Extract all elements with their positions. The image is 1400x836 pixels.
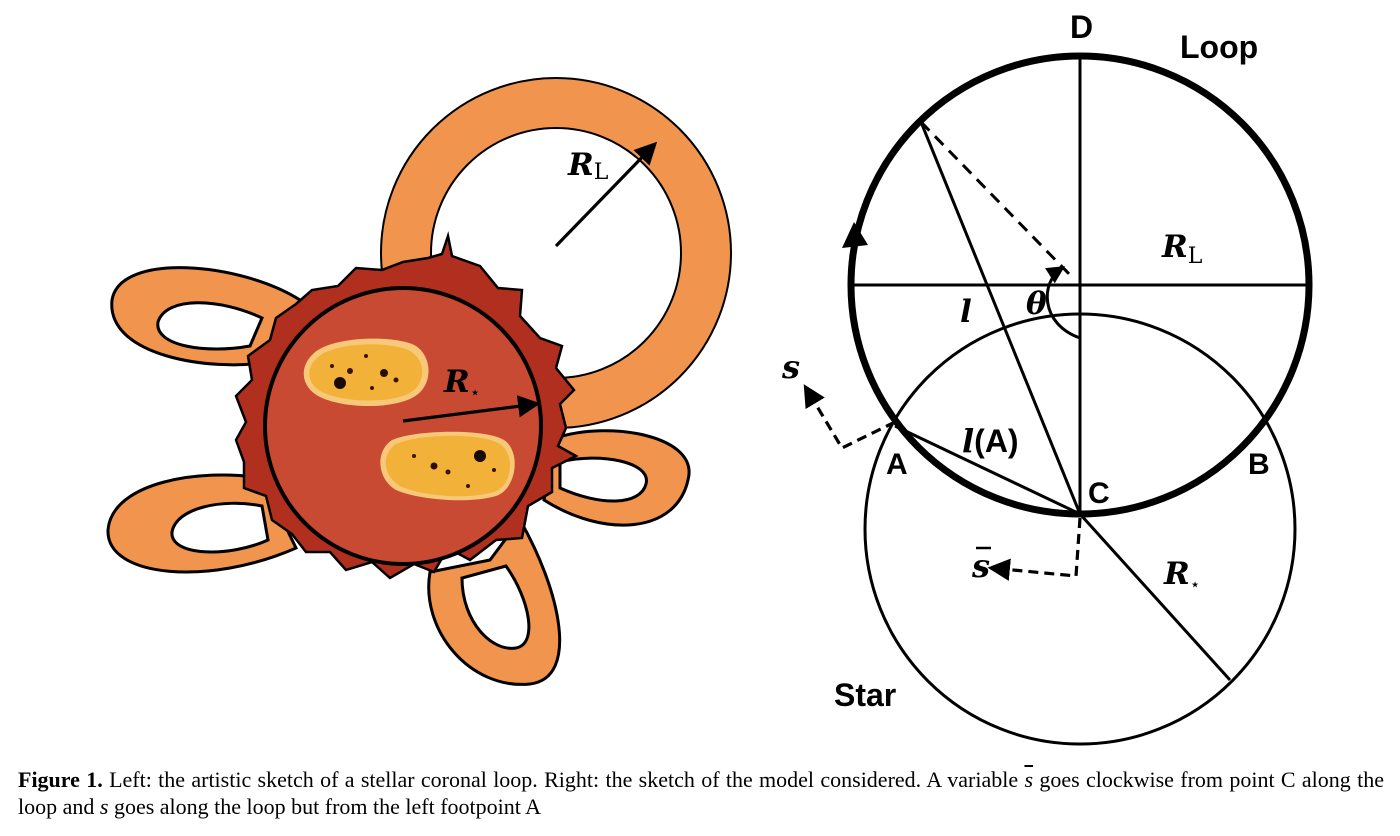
theta-arc — [1045, 266, 1081, 340]
star-radius-label: R⋆ — [443, 364, 480, 403]
caption-text-2: goes clockwise from point C along the lo… — [18, 767, 1384, 819]
coronal-loop-right-lower — [542, 429, 691, 527]
chord-lA-label: l(A) — [962, 422, 1019, 460]
loop-label: Loop — [1180, 29, 1258, 65]
s-dashed-arrow — [803, 384, 896, 451]
theta-label: θ — [1026, 286, 1047, 322]
loop-direction-arrowhead — [842, 222, 868, 248]
coronal-loop-left-lower — [106, 473, 299, 574]
star-radius-line — [1078, 512, 1232, 682]
point-A-label: A — [886, 448, 908, 481]
s-label: s — [781, 348, 800, 386]
star-radius-label-right: R⋆ — [1163, 556, 1200, 595]
chord-l — [919, 121, 1082, 515]
loop-radius-arrow — [554, 141, 658, 248]
point-B-label: B — [1248, 448, 1270, 481]
model-sketch-panel: D Loop RL θ l s l(A) A B C s R⋆ Star — [781, 9, 1313, 746]
caption-label: Figure 1. — [18, 767, 103, 792]
loop-radius-label-right: RL — [1161, 229, 1203, 269]
point-C-label: C — [1088, 477, 1110, 510]
coronal-loop-bottom — [427, 517, 562, 686]
caption-text-1: Left: the artistic sketch of a stellar c… — [102, 767, 1025, 792]
star-label: Star — [834, 677, 896, 713]
sbar-label: s — [971, 546, 991, 585]
starspot-region-lower — [380, 431, 515, 501]
dashed-radius — [919, 120, 1076, 281]
star-radius-arrow — [402, 395, 541, 423]
point-D-label: D — [1070, 9, 1093, 45]
figure-caption: Figure 1. Left: the artistic sketch of a… — [18, 766, 1384, 820]
figure-1-illustration: RL R⋆ D Loop RL — [106, 9, 1313, 746]
chord-l-label: l — [960, 294, 972, 330]
caption-text-3: goes along the loop but from the left fo… — [108, 794, 542, 819]
caption-var-s: s — [99, 794, 109, 819]
caption-var-sbar: s — [1024, 767, 1033, 792]
chord-lA — [894, 424, 1081, 516]
artistic-sketch-panel: RL R⋆ — [106, 77, 732, 686]
svg-text:s: s — [971, 547, 990, 585]
starspot-region-upper — [303, 338, 429, 407]
sbar-dashed-arrow — [987, 517, 1082, 581]
loop-radius-label: RL — [567, 147, 609, 185]
star-disk — [263, 286, 543, 566]
coronal-loop-left-upper — [110, 266, 302, 367]
